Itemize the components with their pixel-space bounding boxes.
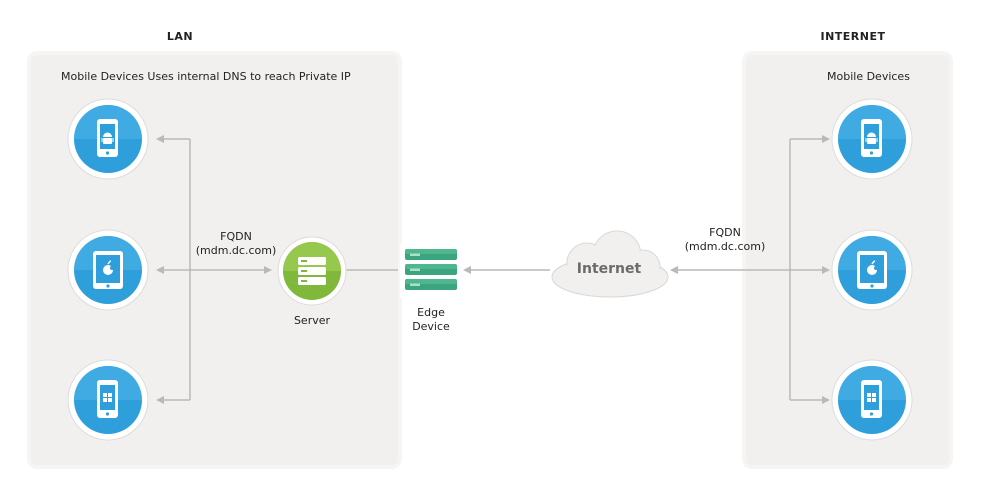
lan-title: LAN bbox=[166, 30, 194, 43]
apple-tablet-icon bbox=[857, 251, 887, 289]
android-phone-icon bbox=[861, 119, 882, 157]
internet-device-windows bbox=[831, 359, 913, 441]
cloud-icon bbox=[551, 230, 669, 298]
internet-title: INTERNET bbox=[820, 30, 886, 43]
edge-label-line1: Edge bbox=[417, 306, 445, 319]
internet-device-apple bbox=[831, 229, 913, 311]
lan-device-apple bbox=[67, 229, 149, 311]
windows-phone-icon bbox=[861, 380, 882, 418]
cloud-label: Internet bbox=[577, 261, 642, 277]
lan-caption: Mobile Devices Uses internal DNS to reac… bbox=[61, 70, 351, 83]
android-phone-icon bbox=[97, 119, 118, 157]
server-label: Server bbox=[293, 314, 331, 327]
internet-fqdn-host: (mdm.dc.com) bbox=[684, 240, 766, 253]
edge-device-node bbox=[400, 243, 462, 299]
server-icon bbox=[298, 257, 326, 285]
windows-phone-icon bbox=[97, 380, 118, 418]
lan-device-windows bbox=[67, 359, 149, 441]
internet-cloud: Internet bbox=[551, 230, 669, 298]
edge-label-line2: Device bbox=[412, 320, 450, 333]
lan-fqdn-title: FQDN bbox=[220, 230, 252, 243]
lan-device-android bbox=[67, 98, 149, 180]
internet-device-android bbox=[831, 98, 913, 180]
internet-fqdn-label: FQDN (mdm.dc.com) bbox=[675, 226, 775, 254]
server-node bbox=[277, 236, 347, 306]
internet-caption: Mobile Devices bbox=[827, 70, 910, 83]
lan-fqdn-label: FQDN (mdm.dc.com) bbox=[186, 230, 286, 258]
edge-device-label: Edge Device bbox=[400, 306, 462, 334]
internet-fqdn-title: FQDN bbox=[709, 226, 741, 239]
apple-tablet-icon bbox=[93, 251, 123, 289]
lan-fqdn-host: (mdm.dc.com) bbox=[195, 244, 277, 257]
edge-device-icon bbox=[405, 249, 457, 290]
